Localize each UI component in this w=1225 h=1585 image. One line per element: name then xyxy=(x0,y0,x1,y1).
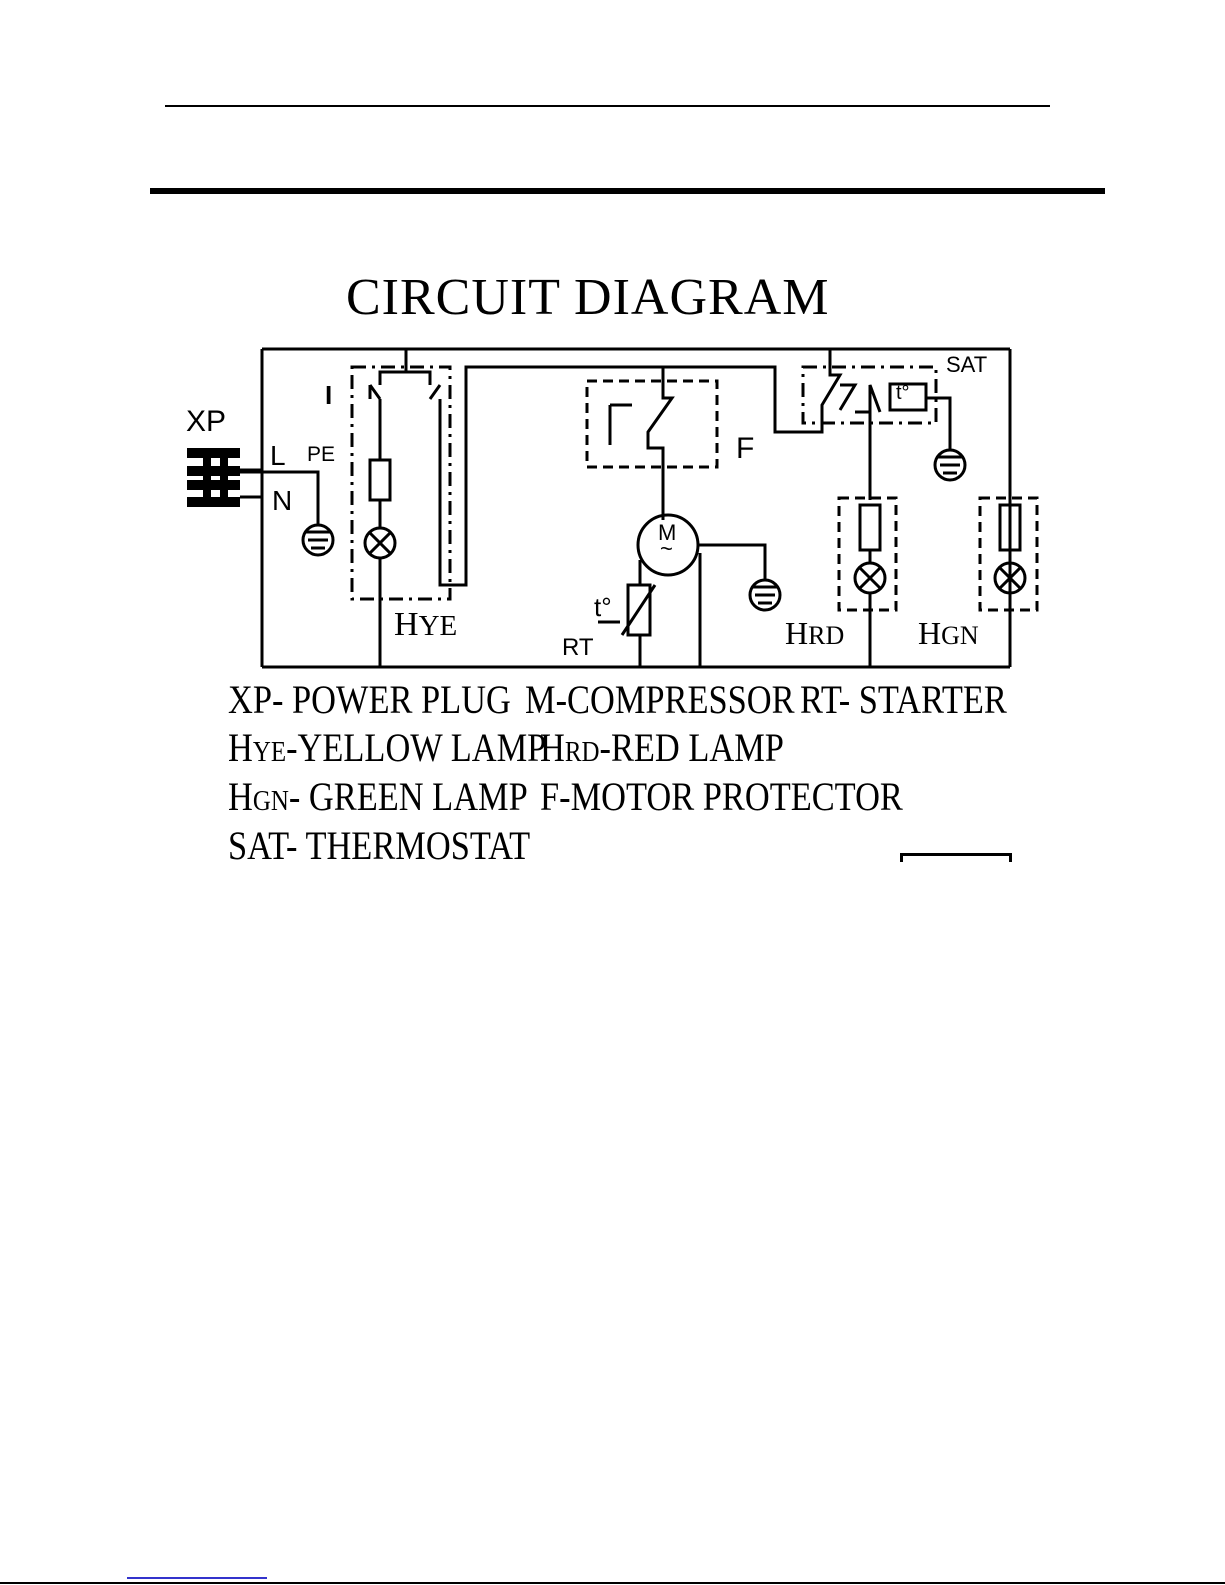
legend-rt: RT- STARTER xyxy=(800,676,1007,723)
legend-hgn-h: H xyxy=(228,774,253,819)
thermostat-ground-symbol xyxy=(935,450,965,480)
label-hye-sub: YE xyxy=(419,610,458,642)
label-t-sat: t° xyxy=(896,382,910,405)
legend-xp: XP- POWER PLUG xyxy=(228,676,511,723)
legend-hrd-text: -RED LAMP xyxy=(600,725,784,770)
label-hye: HYE xyxy=(394,606,457,644)
label-f: F xyxy=(736,432,754,466)
label-hrd: HRD xyxy=(785,615,844,652)
yellow-lamp-resistor xyxy=(370,460,390,500)
footer-link-underline xyxy=(127,1577,267,1579)
legend-hrd-h: H xyxy=(540,725,565,770)
red-lamp-resistor xyxy=(860,505,880,550)
legend-hye: HYE-YELLOW LAMP xyxy=(228,724,546,771)
label-m-tilde: ~ xyxy=(660,536,673,562)
legend-hye-text: -YELLOW LAMP xyxy=(286,725,546,770)
label-l: L xyxy=(270,440,286,472)
label-pe: PE xyxy=(307,443,335,467)
figure-corner-fragment xyxy=(900,853,1012,862)
motor-protector-switch xyxy=(610,367,672,490)
legend-hgn-sub: GN xyxy=(253,785,289,817)
label-hgn-sub: GN xyxy=(941,621,979,650)
label-xp: XP xyxy=(186,405,226,439)
label-hye-h: H xyxy=(394,606,419,643)
red-lamp-bulb xyxy=(855,563,885,593)
pe-ground-symbol xyxy=(303,525,333,555)
power-plug-symbol xyxy=(187,448,240,507)
diagram-title: CIRCUIT DIAGRAM xyxy=(346,268,830,327)
compressor-ground-symbol xyxy=(750,580,780,610)
yellow-lamp-bulb xyxy=(365,528,395,558)
yellow-lamp-box xyxy=(352,367,450,599)
legend-m: M-COMPRESSOR xyxy=(525,676,795,723)
label-sat: SAT xyxy=(946,352,987,378)
legend-hrd-sub: RD xyxy=(565,736,600,768)
legend-hgn: HGN- GREEN LAMP xyxy=(228,773,528,820)
legend-f: F-MOTOR PROTECTOR xyxy=(540,773,903,820)
label-hgn: HGN xyxy=(918,615,979,652)
legend-hrd: HRD-RED LAMP xyxy=(540,724,784,771)
legend-sat: SAT- THERMOSTAT xyxy=(228,822,530,869)
label-hrd-sub: RD xyxy=(808,621,844,650)
label-hgn-h: H xyxy=(918,615,941,651)
label-t-rt: t° xyxy=(594,592,612,623)
label-n: N xyxy=(272,485,292,517)
footer-rule xyxy=(0,1582,1225,1584)
label-i: I xyxy=(325,380,332,411)
legend-hye-sub: YE xyxy=(253,736,286,768)
label-rt: RT xyxy=(562,634,594,662)
compressor-ground-wire xyxy=(698,545,765,580)
legend-hye-h: H xyxy=(228,725,253,770)
label-hrd-h: H xyxy=(785,615,808,651)
legend-hgn-text: - GREEN LAMP xyxy=(289,774,528,819)
